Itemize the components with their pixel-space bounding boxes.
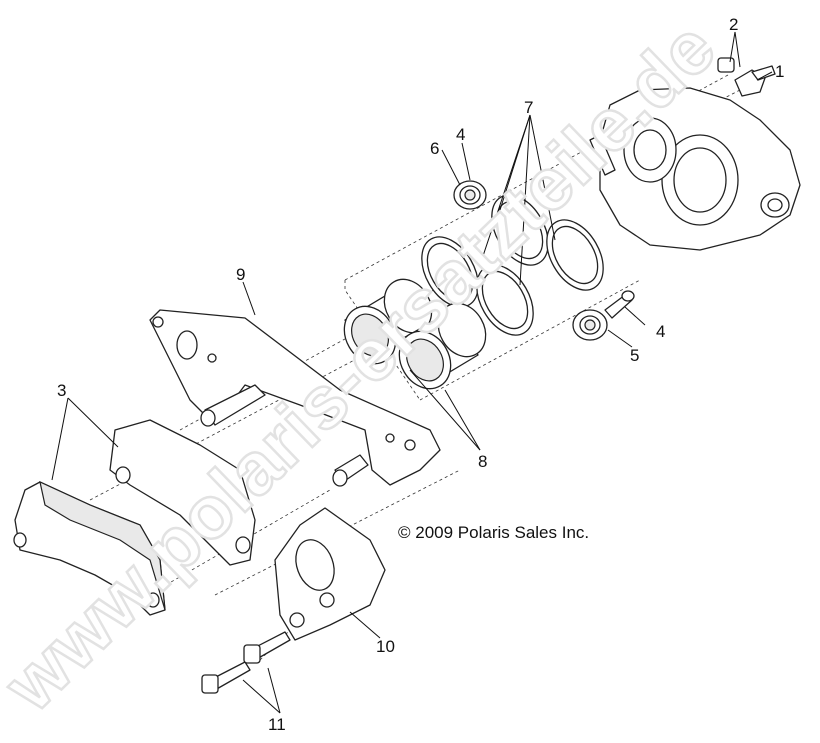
pistons [343,278,487,390]
callout-7: 7 [524,98,533,117]
callout-8: 8 [478,452,487,471]
caliper-bracket [149,309,441,487]
caliper-housing [589,87,801,251]
brake-pads [13,419,256,616]
watermark-text: www.polaris-ersatzteile.de [0,5,731,727]
pin-boot-lower [572,290,635,341]
callout-1: 1 [775,62,784,81]
callout-11: 11 [268,715,286,734]
piston-seals [421,194,604,336]
mounting-plate [274,507,386,641]
callout-labels: 1 2 3 4 4 5 6 7 8 9 10 11 [57,15,784,734]
pin-boot-upper [453,180,487,210]
callout-4-upper: 4 [456,125,465,144]
copyright-text: © 2009 Polaris Sales Inc. [398,523,589,542]
callout-3: 3 [57,381,66,400]
callout-6: 6 [430,139,439,158]
callout-4-lower: 4 [656,322,665,341]
callout-5: 5 [630,346,639,365]
callout-leaders [51,31,773,714]
callout-2: 2 [729,15,738,34]
mounting-bolts [201,631,291,694]
callout-9: 9 [236,265,245,284]
callout-10: 10 [376,637,395,656]
